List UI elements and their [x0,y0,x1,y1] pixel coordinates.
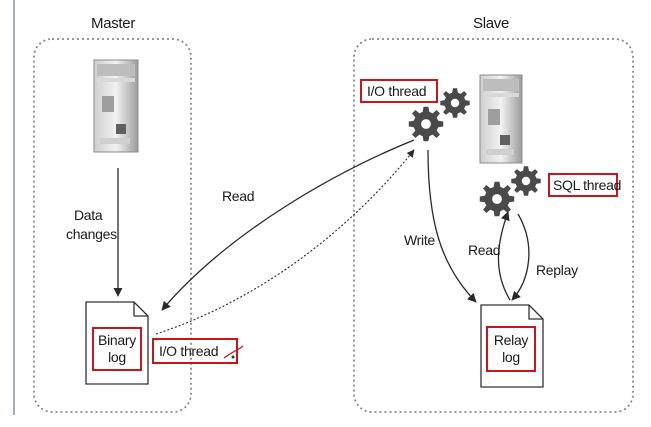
slave-io-thread-label: I/O thread [367,83,427,99]
master-io-thread-box: I/O thread [152,338,238,364]
io-thread-request-arrow [155,149,415,335]
slave-io-thread-box: I/O thread [360,79,438,103]
write-arrow [427,149,477,303]
slave-panel [353,38,634,413]
read-label-left: Read [222,188,255,204]
binary-log-label: Binary log [98,332,136,365]
binary-log-box: Binary log [92,327,142,371]
slave-server-icon [479,74,523,164]
relay-log-box: Relay log [486,326,536,372]
master-server-icon [93,59,139,153]
slave-sql-gears [479,166,541,217]
relay-log-document [480,304,544,388]
master-panel [33,38,192,413]
replay-label: Replay [536,262,578,278]
data-changes-label-line2: changes [66,226,117,242]
io-thread-stub [223,345,244,359]
slave-title: Slave [473,15,510,32]
read-label-right: Read [468,242,501,258]
sql-thread-box: SQL thread [548,173,622,197]
master-title: Master [91,15,136,32]
replay-arrow [511,213,530,301]
relay-log-label: Relay log [493,332,529,365]
read-arrow [161,139,415,311]
master-io-thread-label: I/O thread [159,343,219,359]
binary-log-document [85,301,149,385]
sql-read-arrow [497,211,511,301]
write-label: Write [404,232,435,248]
data-changes-label-line1: Data [74,207,103,223]
sql-thread-label: SQL thread [553,177,622,193]
